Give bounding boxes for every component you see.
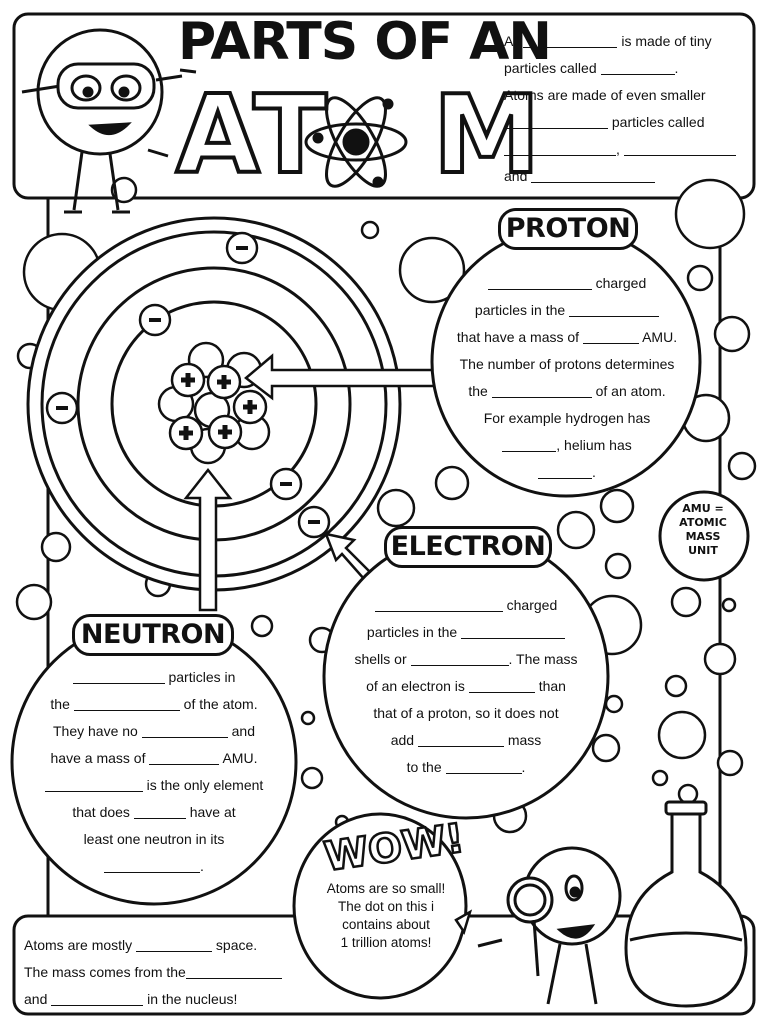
decorative-bubbles bbox=[15, 176, 757, 834]
intro-line: particles called . bbox=[504, 60, 679, 76]
fill-blank[interactable] bbox=[141, 723, 228, 738]
fill-blank[interactable] bbox=[417, 732, 504, 747]
fill-blank[interactable] bbox=[502, 437, 557, 452]
proton bbox=[179, 426, 193, 440]
fill-blank[interactable] bbox=[104, 858, 201, 873]
fill-blank[interactable] bbox=[600, 60, 675, 75]
title-atom-right: M bbox=[431, 73, 543, 198]
electron bbox=[297, 505, 331, 539]
electron bbox=[45, 391, 79, 425]
fill-blank[interactable] bbox=[523, 33, 618, 48]
proton bbox=[217, 375, 231, 389]
electron bbox=[269, 467, 303, 501]
electron-title: ELECTRON bbox=[384, 526, 552, 568]
page-title: PARTS OF AN bbox=[178, 12, 552, 72]
intro-line: All is made of tiny bbox=[504, 33, 712, 49]
proton bbox=[218, 425, 232, 439]
intro-line: , bbox=[504, 136, 749, 163]
fill-blank[interactable] bbox=[185, 964, 282, 979]
electron-text: charged particles in the shells or . The… bbox=[354, 597, 578, 775]
fill-blank[interactable] bbox=[410, 651, 509, 666]
proton bbox=[243, 400, 257, 414]
intro-line: particles called bbox=[504, 109, 749, 136]
proton bbox=[181, 373, 195, 387]
flask bbox=[624, 800, 748, 1008]
summary-text: Atoms are mostly space. The mass comes f… bbox=[24, 932, 282, 1013]
neutron-title: NEUTRON bbox=[72, 614, 234, 656]
proton-text: charged particles in the that have a mas… bbox=[456, 275, 678, 480]
nucleus bbox=[157, 341, 271, 465]
fill-blank[interactable] bbox=[468, 678, 535, 693]
wow-text: Atoms are so small! The dot on this i co… bbox=[326, 881, 446, 950]
atom-symbol bbox=[304, 96, 408, 188]
intro-text: All is made of tiny particles called . A… bbox=[504, 28, 749, 190]
fill-blank[interactable] bbox=[504, 114, 608, 129]
fill-blank[interactable] bbox=[623, 141, 736, 156]
fill-blank[interactable] bbox=[487, 275, 592, 290]
fill-blank[interactable] bbox=[531, 168, 656, 183]
electrons bbox=[45, 231, 331, 539]
magnifier-character bbox=[477, 846, 622, 1005]
fill-blank[interactable] bbox=[491, 383, 592, 398]
proton-title: PROTON bbox=[498, 208, 638, 250]
fill-blank[interactable] bbox=[504, 141, 616, 156]
neutron-text: particles in the of the atom. They have … bbox=[24, 664, 284, 880]
fill-blank[interactable] bbox=[461, 624, 566, 639]
wow-bubble bbox=[292, 812, 468, 1000]
fill-blank[interactable] bbox=[133, 804, 186, 819]
amu-badge: AMU = ATOMIC MASS UNIT bbox=[679, 502, 727, 557]
fill-blank[interactable] bbox=[374, 597, 503, 612]
scientist-character bbox=[21, 28, 197, 214]
electron bbox=[138, 303, 172, 337]
fill-blank[interactable] bbox=[51, 991, 144, 1006]
fill-blank[interactable] bbox=[149, 750, 220, 765]
fill-blank[interactable] bbox=[44, 777, 143, 792]
protons bbox=[179, 373, 257, 440]
fill-blank[interactable] bbox=[582, 329, 639, 344]
fill-blank[interactable] bbox=[136, 937, 213, 952]
fill-blank[interactable] bbox=[538, 464, 593, 479]
fill-blank[interactable] bbox=[72, 669, 165, 684]
title-atom-left: AT bbox=[174, 73, 329, 198]
fill-blank[interactable] bbox=[445, 759, 522, 774]
fill-blank[interactable] bbox=[73, 696, 180, 711]
intro-line: and bbox=[504, 163, 749, 190]
intro-line: Atoms are made of even smaller bbox=[504, 87, 706, 103]
fill-blank[interactable] bbox=[569, 302, 660, 317]
electron bbox=[225, 231, 259, 265]
